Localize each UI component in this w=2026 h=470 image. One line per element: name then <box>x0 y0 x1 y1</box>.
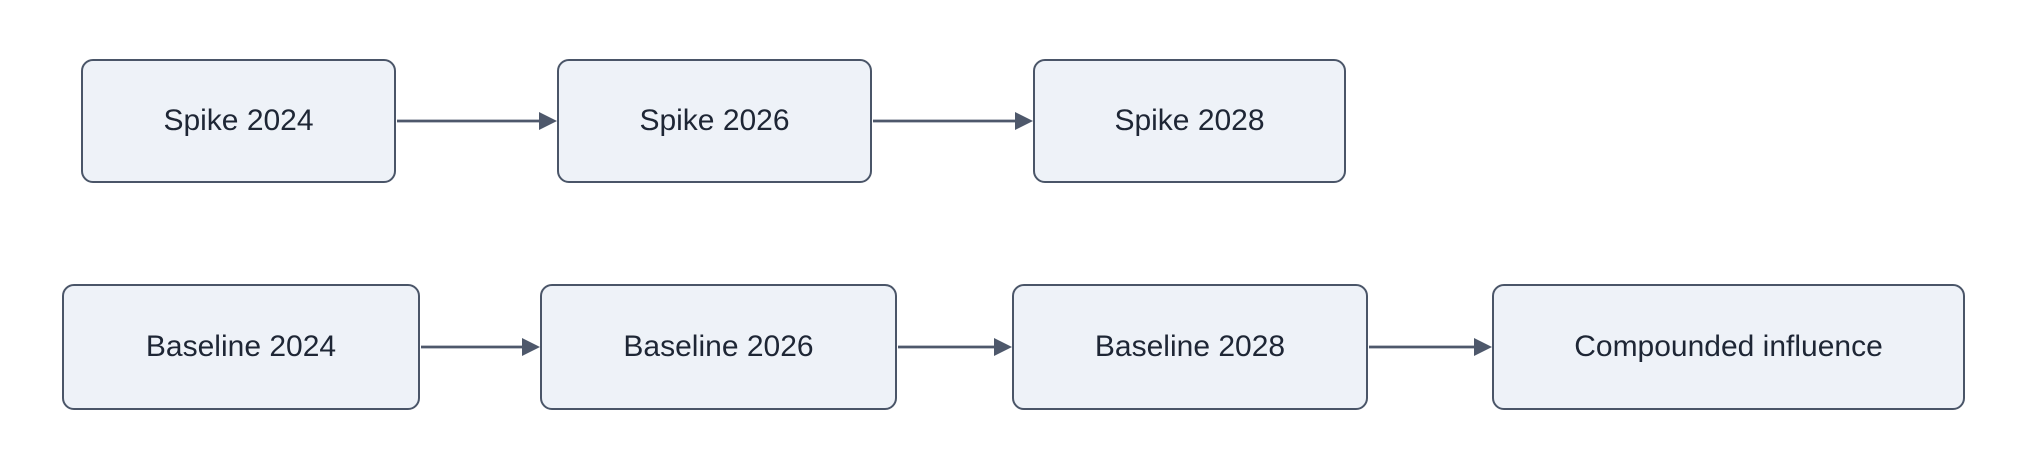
arrow-baseline-2026-to-baseline-2028 <box>898 338 1012 356</box>
node-label: Spike 2024 <box>163 104 314 137</box>
node-spike-2028: Spike 2028 <box>1033 59 1346 183</box>
node-spike-2024: Spike 2024 <box>81 59 396 183</box>
node-baseline-2028: Baseline 2028 <box>1012 284 1368 410</box>
node-compounded-influence: Compounded influence <box>1492 284 1965 410</box>
node-label: Spike 2028 <box>1114 104 1265 137</box>
node-spike-2026: Spike 2026 <box>557 59 872 183</box>
arrow-baseline-2024-to-baseline-2026 <box>421 338 540 356</box>
arrow-spike-2024-to-spike-2026 <box>397 112 557 130</box>
arrow-spike-2026-to-spike-2028 <box>873 112 1033 130</box>
node-label: Baseline 2026 <box>623 330 814 363</box>
node-baseline-2024: Baseline 2024 <box>62 284 420 410</box>
node-baseline-2026: Baseline 2026 <box>540 284 897 410</box>
node-label: Baseline 2028 <box>1094 330 1286 363</box>
node-label: Compounded influence <box>1574 330 1883 363</box>
node-label: Spike 2026 <box>639 104 790 137</box>
node-label: Baseline 2024 <box>145 330 337 363</box>
arrow-baseline-2028-to-compounded-influence <box>1369 338 1492 356</box>
